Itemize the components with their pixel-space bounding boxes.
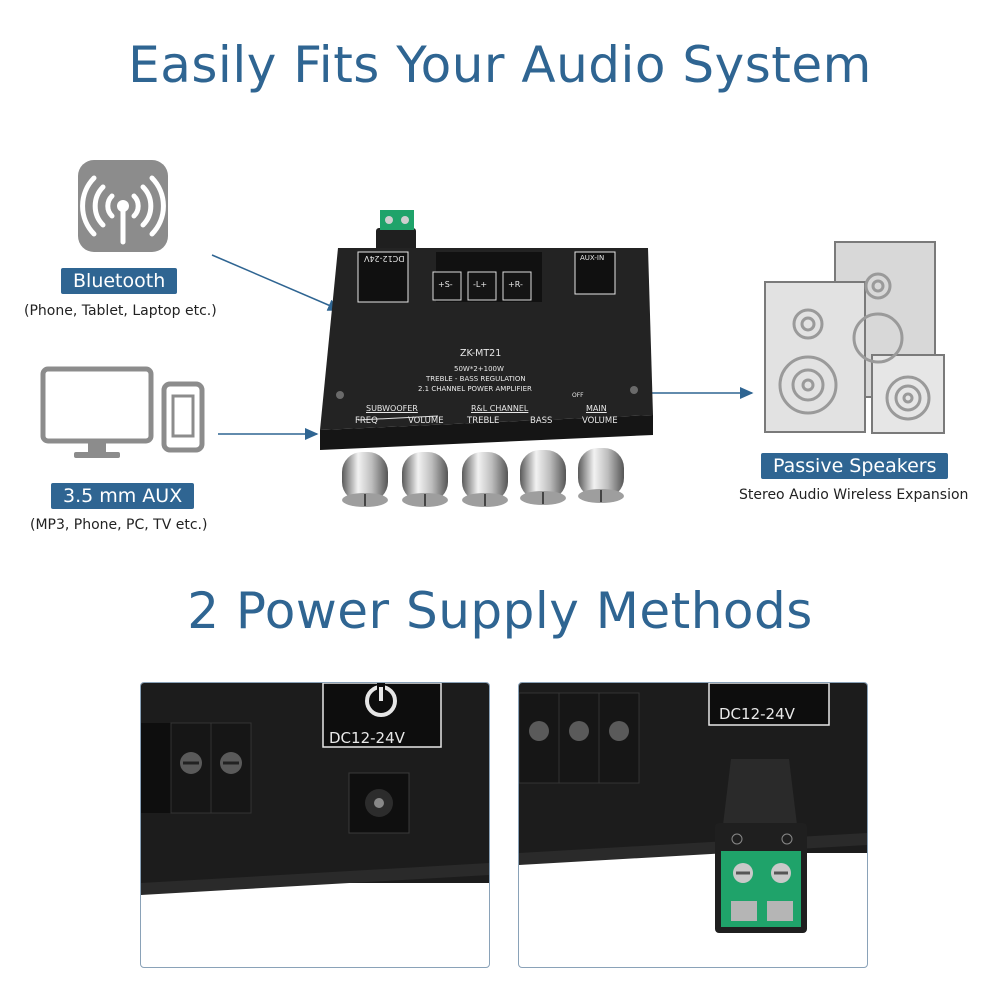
dc-label-left: DC12-24V — [329, 729, 405, 747]
terminal-r-label: +R- — [508, 280, 523, 289]
power-rating: 50W*2+100W — [454, 365, 504, 373]
off-label: OFF — [572, 392, 584, 399]
bass-label: BASS — [530, 416, 553, 426]
freq-knob[interactable] — [340, 450, 390, 512]
terminal-s-label: +S- — [438, 280, 453, 289]
bass-knob[interactable] — [518, 448, 568, 510]
aux-in-label: AUX-IN — [580, 254, 605, 262]
section2-title: 2 Power Supply Methods — [187, 582, 813, 640]
bluetooth-label: Bluetooth — [61, 268, 178, 294]
channel-line: 2.1 CHANNEL POWER AMPLIFIER — [418, 385, 532, 393]
speakers-label: Passive Speakers — [761, 453, 949, 479]
dc-label-right: DC12-24V — [719, 705, 795, 723]
wireless-signal-icon — [80, 175, 166, 245]
treble-label: TREBLE — [467, 416, 500, 426]
regulation-line: TREBLE - BASS REGULATION — [426, 375, 526, 383]
treble-knob[interactable] — [460, 450, 510, 512]
model-label: ZK-MT21 — [460, 348, 502, 359]
aux-label: 3.5 mm AUX — [51, 483, 195, 509]
connection-arrows — [211, 254, 754, 440]
main-volume-label: VOLUME — [582, 416, 618, 426]
sub-volume-label: VOLUME — [408, 416, 444, 426]
freq-label: FREQ — [355, 416, 378, 426]
aux-caption: (MP3, Phone, PC, TV etc.) — [30, 517, 208, 533]
speakers-icon — [762, 240, 952, 435]
dc-label-top: DC12-24V — [364, 254, 405, 263]
terminal-adapter-panel: DC12-24V — [518, 682, 868, 968]
headline: Easily Fits Your Audio System — [128, 36, 872, 94]
monitor-and-phone-icon — [40, 366, 210, 466]
bluetooth-icon — [78, 160, 168, 252]
main-volume-knob[interactable] — [576, 446, 626, 508]
amplifier-board: DC12-24V AUX-IN +S- -L+ +R- ZK-MT21 50W*… — [318, 210, 658, 520]
rl-channel-group: R&L CHANNEL — [471, 404, 529, 413]
speakers-caption: Stereo Audio Wireless Expansion — [739, 487, 969, 503]
terminal-l-label: -L+ — [473, 280, 488, 289]
sub-volume-knob[interactable] — [400, 450, 450, 512]
subwoofer-group: SUBWOOFER — [366, 404, 418, 413]
bluetooth-caption: (Phone, Tablet, Laptop etc.) — [24, 303, 217, 319]
main-group: MAIN — [586, 404, 607, 413]
dc-jack-panel: DC12-24V — [140, 682, 490, 968]
